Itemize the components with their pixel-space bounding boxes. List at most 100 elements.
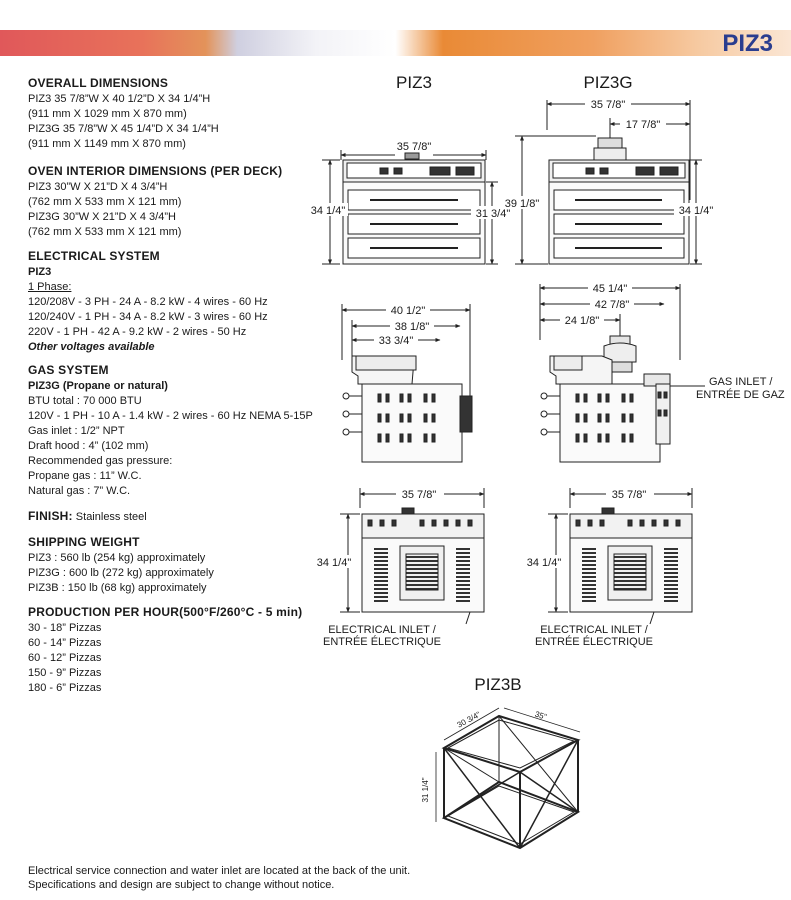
piz3b-dim2: 35" bbox=[534, 710, 548, 722]
production-heading: PRODUCTION PER HOUR(500°F/260°C - 5 min) bbox=[28, 605, 303, 619]
piz3g-total-height: 39 1/8" bbox=[505, 198, 540, 210]
label-bg bbox=[522, 555, 566, 568]
piz3b-dim1: 30 3/4" bbox=[456, 710, 483, 730]
piz3-back-view bbox=[340, 488, 485, 625]
electrical-heading: ELECTRICAL SYSTEM bbox=[28, 249, 160, 263]
spec-line: (911 mm X 1029 mm X 870 mm) bbox=[28, 108, 187, 120]
electrical-inlet-g-label: ELECTRICAL INLET / bbox=[540, 624, 649, 636]
spec-line: PIZ3G 35 7/8”W X 45 1/4”D X 34 1/4”H bbox=[28, 123, 219, 135]
electrical-inlet-label: ELECTRICAL INLET / bbox=[328, 624, 437, 636]
shipping-heading: SHIPPING WEIGHT bbox=[28, 535, 140, 549]
label-bg bbox=[674, 203, 718, 216]
piz3g-to-flue: 17 7/8" bbox=[626, 119, 661, 131]
electrical-note: Other voltages available bbox=[28, 341, 155, 353]
spec-line: Propane gas : 11” W.C. bbox=[28, 470, 142, 482]
piz3g-side-depth3: 24 1/8" bbox=[565, 315, 600, 327]
piz3g-back-view bbox=[548, 488, 693, 625]
piz3-side-view bbox=[341, 304, 473, 463]
label-bg bbox=[620, 117, 666, 130]
spec-line: PIZ3G : 600 lb (272 kg) approximately bbox=[28, 567, 214, 579]
page-model-code: PIZ3 bbox=[722, 30, 773, 57]
spec-line: 60 - 14” Pizzas bbox=[28, 637, 102, 649]
piz3g-front-height: 34 1/4" bbox=[679, 205, 714, 217]
piz3-front-view bbox=[322, 147, 498, 265]
spec-line: PIZ3 30”W X 21”D X 4 3/4”H bbox=[28, 181, 168, 193]
piz3-side-depth3: 33 3/4" bbox=[379, 335, 414, 347]
spec-line: 180 - 6” Pizzas bbox=[28, 682, 102, 694]
header-color-bar bbox=[0, 30, 791, 56]
piz3-front-height: 34 1/4" bbox=[311, 205, 346, 217]
electrical-phase: 1 Phase: bbox=[28, 281, 72, 293]
label-bg bbox=[386, 303, 430, 316]
piz3g-back-width: 35 7/8" bbox=[612, 489, 647, 501]
spec-line: 120V - 1 PH - 10 A - 1.4 kW - 2 wires - … bbox=[28, 410, 313, 422]
finish-value: Stainless steel bbox=[75, 511, 147, 523]
spec-line: (762 mm X 533 mm X 121 mm) bbox=[28, 226, 182, 238]
spec-line: BTU total : 70 000 BTU bbox=[28, 395, 142, 407]
production-section: PRODUCTION PER HOUR(500°F/260°C - 5 min)… bbox=[28, 605, 328, 696]
piz3-back-width: 35 7/8" bbox=[402, 489, 437, 501]
shipping-weight-section: SHIPPING WEIGHT PIZ3 : 560 lb (254 kg) a… bbox=[28, 535, 328, 596]
interior-dimensions-heading: OVEN INTERIOR DIMENSIONS (PER DECK) bbox=[28, 164, 283, 178]
interior-dimensions-section: OVEN INTERIOR DIMENSIONS (PER DECK) PIZ3… bbox=[28, 164, 328, 240]
spec-line: Draft hood : 4” (102 mm) bbox=[28, 440, 149, 452]
label-bg bbox=[396, 487, 444, 500]
spec-line: 120/208V - 3 PH - 24 A - 8.2 kW - 4 wire… bbox=[28, 296, 268, 308]
piz3b-dim3: 31 1/4" bbox=[421, 777, 430, 802]
gas-model: PIZ3G (Propane or natural) bbox=[28, 380, 168, 392]
footer-line: Electrical service connection and water … bbox=[28, 865, 411, 877]
spec-line: 220V - 1 PH - 42 A - 9.2 kW - 2 wires - … bbox=[28, 326, 247, 338]
piz3-side-depth2: 38 1/8" bbox=[395, 321, 430, 333]
gas-inlet-label-fr: ENTRÉE DE GAZ bbox=[696, 388, 785, 401]
spec-line: 60 - 12” Pizzas bbox=[28, 652, 102, 664]
spec-line: (762 mm X 533 mm X 121 mm) bbox=[28, 196, 182, 208]
overall-dimensions-heading: OVERALL DIMENSIONS bbox=[28, 76, 169, 90]
label-bg bbox=[606, 487, 654, 500]
spec-line: 150 - 9” Pizzas bbox=[28, 667, 102, 679]
piz3g-title: PIZ3G bbox=[583, 73, 632, 92]
piz3-side-depth: 40 1/2" bbox=[391, 305, 426, 317]
label-bg bbox=[312, 555, 356, 568]
spec-line: (911 mm X 1149 mm X 870 mm) bbox=[28, 138, 186, 150]
electrical-system-section: ELECTRICAL SYSTEM PIZ3 1 Phase: 120/208V… bbox=[28, 249, 328, 355]
gas-heading: GAS SYSTEM bbox=[28, 363, 109, 377]
label-bg bbox=[471, 206, 515, 219]
piz3g-back-height: 34 1/4" bbox=[527, 557, 562, 569]
label-bg bbox=[585, 97, 631, 110]
spec-line: PIZ3 35 7/8”W X 40 1/2”D X 34 1/4”H bbox=[28, 93, 211, 105]
overall-dimensions-section: OVERALL DIMENSIONS PIZ3 35 7/8”W X 40 1/… bbox=[28, 76, 328, 152]
piz3b-stand-drawing bbox=[435, 707, 581, 850]
piz3g-overall-width: 35 7/8" bbox=[591, 99, 626, 111]
piz3b-title: PIZ3B bbox=[474, 675, 521, 694]
electrical-model: PIZ3 bbox=[28, 266, 52, 278]
electrical-inlet-g-label-fr: ENTRÉE ÉLECTRIQUE bbox=[535, 635, 653, 648]
piz3-front-width: 35 7/8" bbox=[397, 141, 432, 153]
finish-heading: FINISH: bbox=[28, 509, 73, 523]
spec-line: PIZ3G 30”W X 21”D X 4 3/4”H bbox=[28, 211, 176, 223]
spec-line: 120/240V - 1 PH - 34 A - 8.2 kW - 3 wire… bbox=[28, 311, 268, 323]
spec-line: Natural gas : 7” W.C. bbox=[28, 485, 131, 497]
label-bg bbox=[590, 297, 634, 310]
piz3g-side-depth: 45 1/4" bbox=[593, 283, 628, 295]
footer-notes: Electrical service connection and water … bbox=[28, 864, 410, 892]
spec-line: Recommended gas pressure: bbox=[28, 455, 173, 467]
piz3g-side-depth2: 42 7/8" bbox=[595, 299, 630, 311]
piz3g-front-view bbox=[515, 100, 702, 265]
label-bg bbox=[588, 281, 632, 294]
label-bg bbox=[498, 196, 546, 209]
spec-line: Gas inlet : 1/2” NPT bbox=[28, 425, 125, 437]
piz3-front-inner-height: 31 3/4" bbox=[476, 208, 511, 220]
label-bg bbox=[374, 333, 418, 346]
spec-line: PIZ3B : 150 lb (68 kg) approximately bbox=[28, 582, 207, 594]
piz3-back-height: 34 1/4" bbox=[317, 557, 352, 569]
gas-inlet-label: GAS INLET / bbox=[709, 376, 773, 388]
footer-line: Specifications and design are subject to… bbox=[28, 879, 335, 891]
spec-line: 30 - 18” Pizzas bbox=[28, 622, 102, 634]
label-bg bbox=[306, 203, 348, 216]
electrical-inlet-label-fr: ENTRÉE ÉLECTRIQUE bbox=[323, 635, 441, 648]
label-bg bbox=[560, 313, 604, 326]
piz3-title: PIZ3 bbox=[396, 73, 432, 92]
gas-system-section: GAS SYSTEM PIZ3G (Propane or natural) BT… bbox=[28, 363, 328, 499]
piz3g-side-view bbox=[539, 284, 705, 463]
